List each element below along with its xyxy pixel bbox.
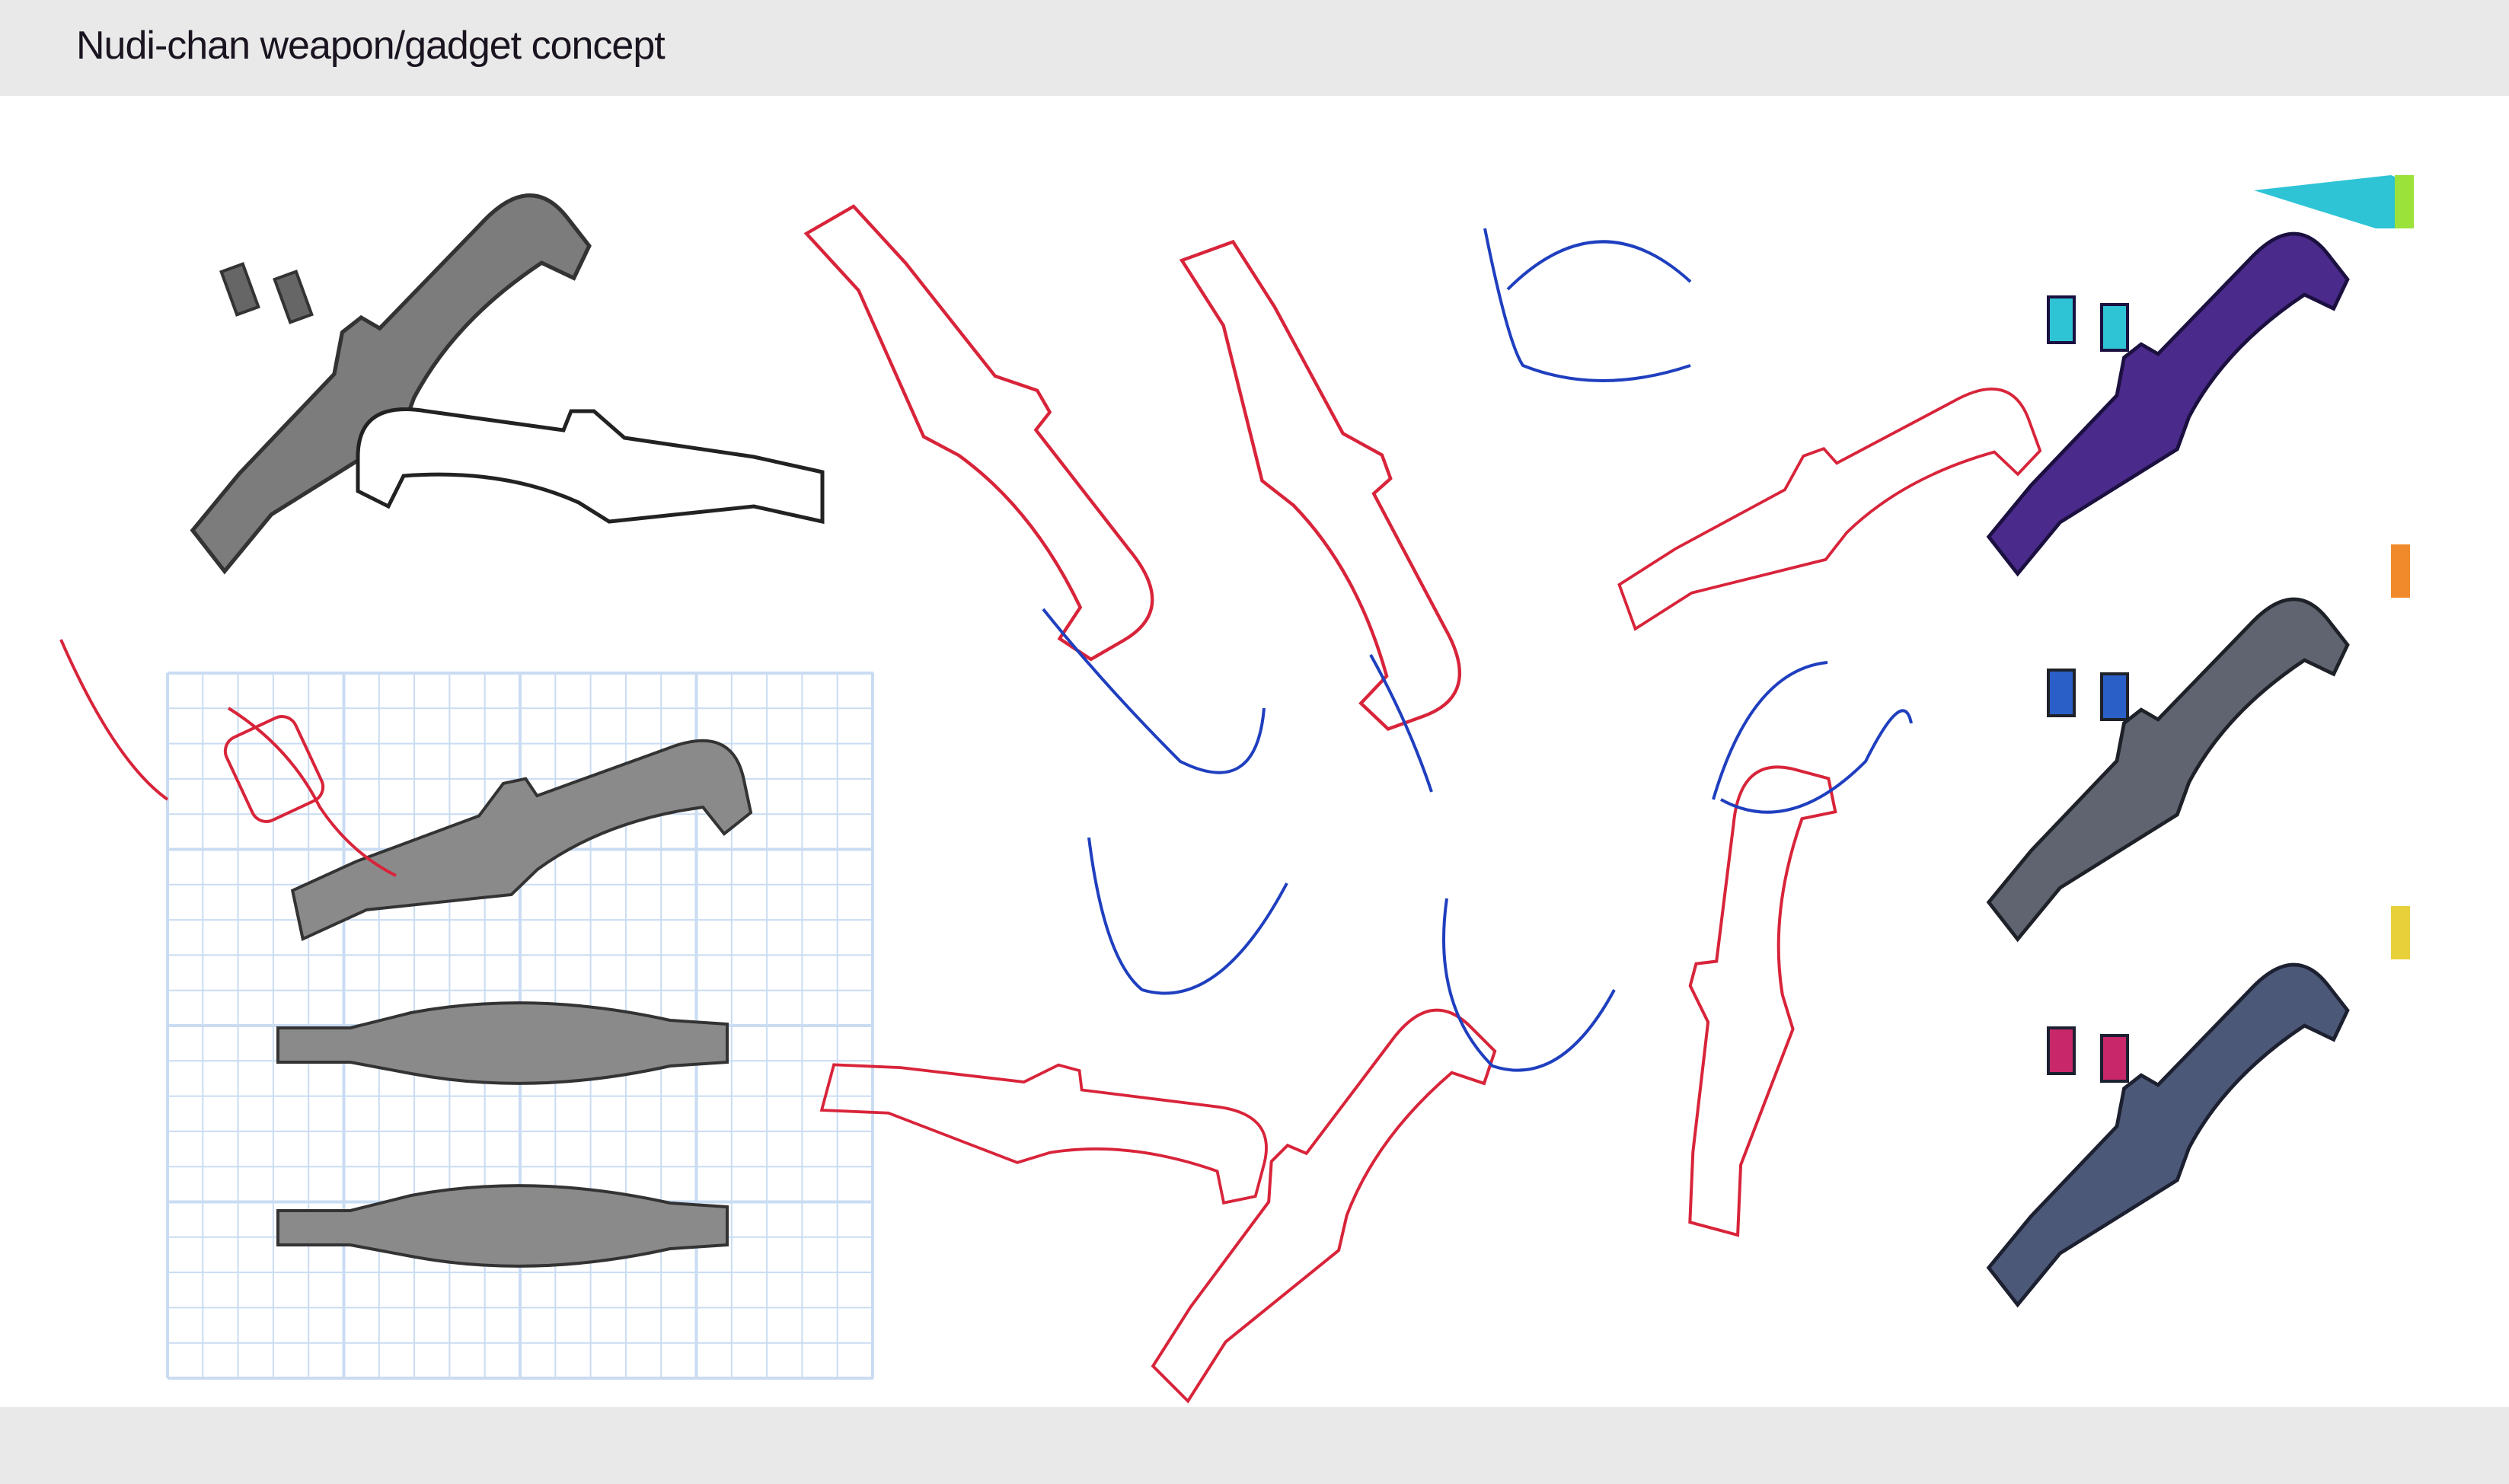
footer-bar — [0, 1407, 2509, 1484]
color-variant-purple-teal — [1952, 175, 2414, 574]
concept-art-canvas — [0, 96, 2509, 1407]
color-variant-grey-orange — [1952, 544, 2410, 940]
hand-pose-sketches — [806, 172, 2052, 1401]
color-variant-slate-pink — [1952, 906, 2410, 1305]
title-bar: Nudi-chan weapon/gadget concept — [0, 0, 2509, 96]
bottom-view — [276, 1184, 729, 1268]
page-title: Nudi-chan weapon/gadget concept — [76, 24, 666, 68]
lineart-gadget-render — [358, 410, 822, 522]
concept-art — [59, 96, 2414, 1407]
side-view — [278, 731, 759, 941]
grey-gadget-render — [152, 178, 609, 571]
red-hand-sketch-grid — [59, 639, 397, 877]
top-view — [276, 1001, 729, 1085]
